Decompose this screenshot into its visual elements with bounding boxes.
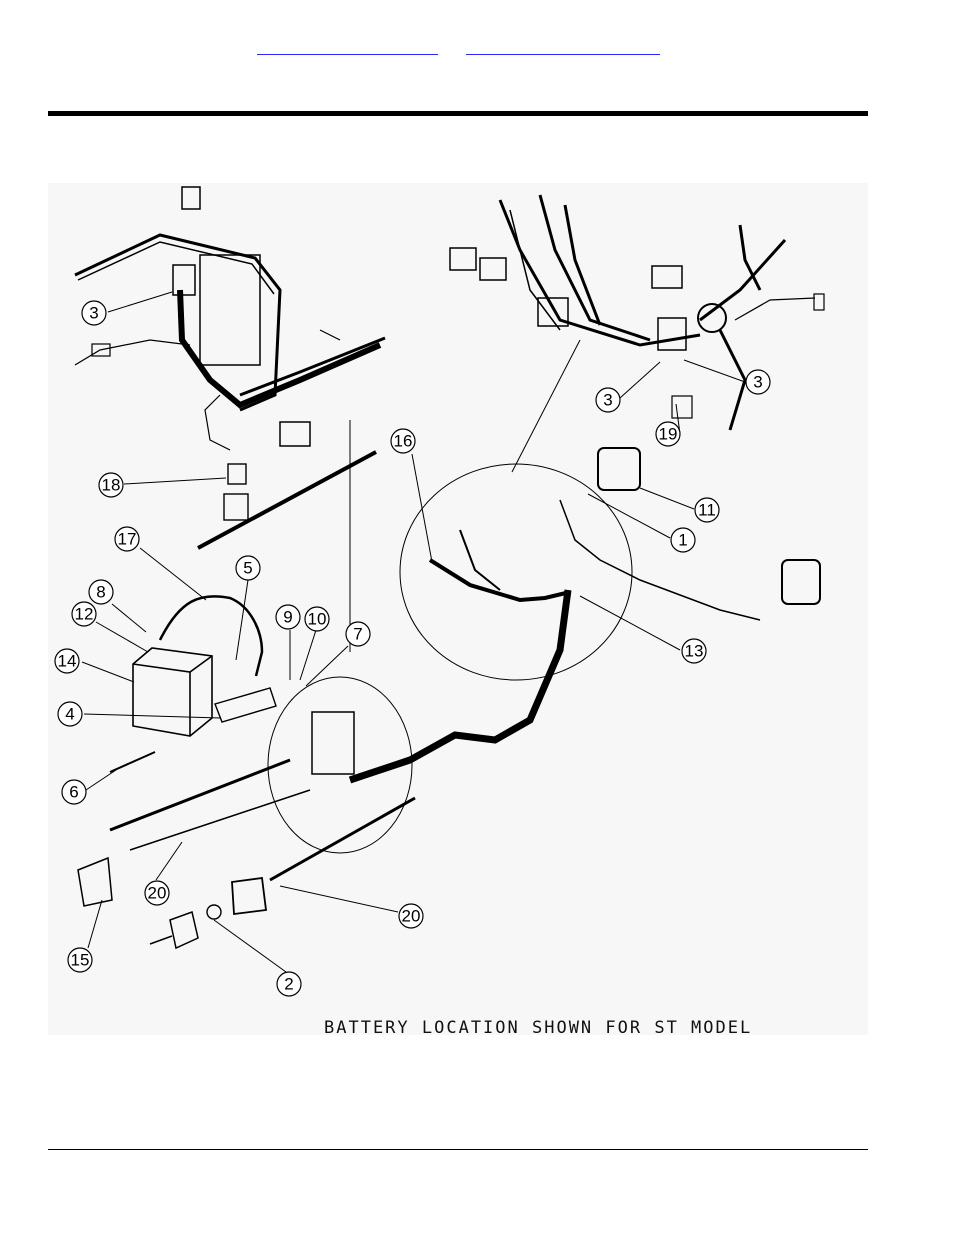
svg-text:18: 18: [102, 476, 121, 495]
svg-text:3: 3: [89, 304, 98, 323]
callout-19: 19: [656, 422, 680, 446]
callout-3-mid: 3: [596, 388, 620, 412]
callout-17: 17: [115, 527, 139, 551]
detail-ellipse-upper: [400, 464, 632, 680]
callout-16: 16: [391, 429, 415, 453]
main-harness: [110, 500, 760, 880]
callout-6: 6: [62, 780, 86, 804]
svg-text:15: 15: [71, 951, 90, 970]
callout-2: 2: [277, 972, 301, 996]
battery: [133, 648, 212, 736]
callout-14: 14: [55, 649, 79, 673]
svg-text:20: 20: [402, 907, 421, 926]
svg-text:3: 3: [603, 391, 612, 410]
svg-text:1: 1: [678, 531, 687, 550]
callout-12: 12: [72, 602, 96, 626]
bottom-rule: [48, 1149, 868, 1150]
callout-5: 5: [236, 556, 260, 580]
callout-8: 8: [89, 580, 113, 604]
svg-text:8: 8: [96, 583, 105, 602]
svg-text:11: 11: [698, 501, 716, 520]
svg-text:17: 17: [118, 530, 137, 549]
fuse-holder: [224, 464, 248, 520]
svg-text:19: 19: [659, 425, 678, 444]
svg-text:3: 3: [753, 373, 762, 392]
callout-18: 18: [99, 473, 123, 497]
cables-hardware: [78, 596, 276, 948]
callout-3-left: 3: [82, 301, 106, 325]
callout-3-right: 3: [746, 370, 770, 394]
svg-text:10: 10: [308, 610, 327, 629]
svg-text:9: 9: [283, 608, 292, 627]
leader-lines: [82, 292, 745, 972]
callout-7: 7: [346, 622, 370, 646]
svg-text:4: 4: [65, 705, 74, 724]
svg-text:5: 5: [243, 559, 252, 578]
svg-text:13: 13: [685, 642, 704, 661]
svg-text:2: 2: [284, 975, 293, 994]
callout-4: 4: [58, 702, 82, 726]
svg-text:16: 16: [394, 432, 413, 451]
svg-text:20: 20: [148, 884, 167, 903]
diagram-caption: BATTERY LOCATION SHOWN FOR ST MODEL: [324, 1018, 752, 1038]
svg-text:6: 6: [69, 783, 78, 802]
svg-text:14: 14: [58, 652, 77, 671]
callout-15: 15: [68, 948, 92, 972]
upper-left-harness: [75, 187, 385, 450]
svg-text:7: 7: [353, 625, 362, 644]
svg-text:12: 12: [75, 605, 94, 624]
callout-20-right: 20: [399, 904, 423, 928]
upper-right-harness: [450, 195, 824, 430]
callout-1: 1: [671, 528, 695, 552]
callout-13: 13: [682, 639, 706, 663]
callout-11: 11: [695, 498, 719, 522]
callout-10: 10: [305, 607, 329, 631]
callout-9: 9: [276, 605, 300, 629]
callout-20-left: 20: [145, 881, 169, 905]
